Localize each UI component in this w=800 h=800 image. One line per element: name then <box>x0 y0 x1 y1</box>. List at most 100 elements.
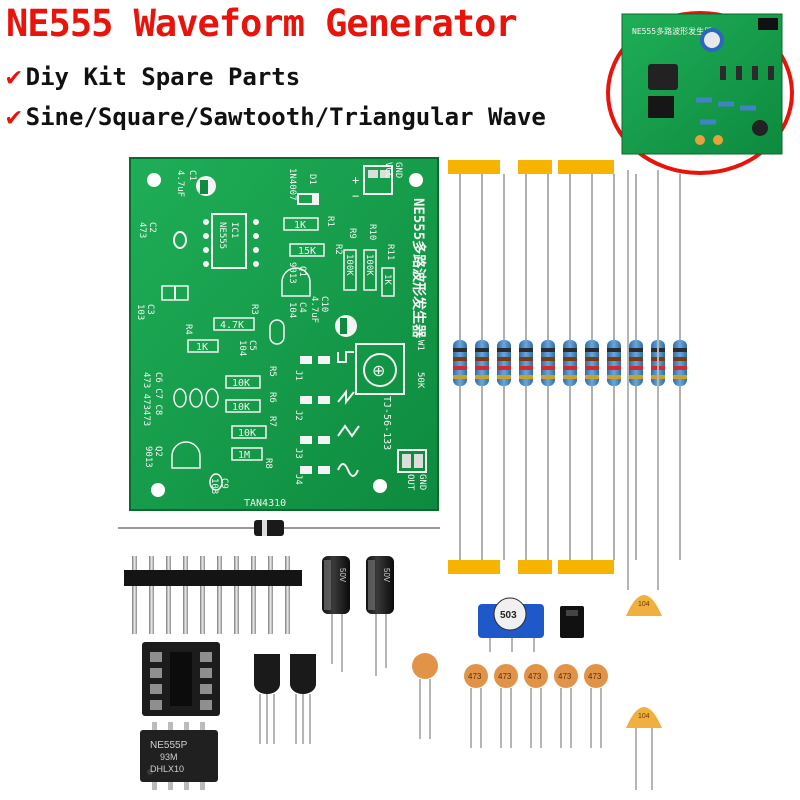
svg-text:R6: R6 <box>267 392 277 403</box>
label-c1-value: 4.7uF <box>175 170 185 197</box>
resistor-footprint-r10: 100K R10 <box>363 224 377 291</box>
label-c9-value: 103 <box>209 478 219 494</box>
header-pin <box>285 556 290 634</box>
label-c2: C2 <box>147 222 157 233</box>
resistor <box>497 174 511 560</box>
label-minus: − <box>352 189 359 203</box>
waveform-symbols <box>337 351 360 477</box>
label-plus: + <box>352 173 359 187</box>
label-c4-value: 104 <box>287 302 297 318</box>
header-pin <box>217 556 222 634</box>
bare-pcb: GND VCC − + NE555多路波形发生器 C1 4.7uF IC1 NE… <box>129 157 439 511</box>
pcb-title-text: NE555多路波形发生器 <box>410 198 427 339</box>
svg-text:10K: 10K <box>232 378 250 389</box>
electrolytic-capacitor-1: 50V <box>322 556 350 672</box>
label-c6-c8-value: 473 473473 <box>141 372 151 426</box>
label-c3-value: 103 <box>135 304 145 320</box>
label-j4: J4 <box>293 474 303 485</box>
ne555-ic: NE555P 93M DHLX10 <box>140 722 218 790</box>
label-c6-c8: C6 C7 C8 <box>153 372 163 415</box>
label-out-gnd: GND <box>417 474 427 490</box>
label-j1: J1 <box>293 370 303 381</box>
label-d1-part: 1N4007 <box>287 168 297 201</box>
label-ic-ref: IC1 <box>229 222 239 238</box>
ic-socket <box>142 642 220 716</box>
resistor <box>607 174 621 560</box>
label-ic-part: NE555 <box>217 222 227 249</box>
resistor-footprint-r11: 1K R11 <box>381 244 395 297</box>
label-pot-value: 50K <box>415 372 425 389</box>
transistor-9013-b <box>290 654 316 744</box>
ceramic-capacitor-473: 473 <box>584 664 608 748</box>
svg-text:4.7K: 4.7K <box>220 320 244 331</box>
transistor-9013-a <box>254 654 280 744</box>
svg-text:15K: 15K <box>298 246 316 257</box>
header-pin <box>234 556 239 634</box>
resistor <box>585 174 599 560</box>
cap-marking: 50V <box>382 568 391 583</box>
resistor <box>563 174 577 560</box>
header-pin <box>268 556 273 634</box>
trimmer-potentiometer: 503 <box>478 597 544 652</box>
ceramic-capacitor-473: 473 <box>554 664 578 748</box>
ceramic-marking: 473 <box>558 672 572 681</box>
resistor <box>673 174 687 560</box>
label-c3: C3 <box>145 304 155 315</box>
label-power-vcc: VCC <box>383 162 393 178</box>
resistor <box>453 174 467 560</box>
ceramic-capacitor-473: 473 <box>464 664 488 748</box>
label-q2: Q2 <box>153 446 163 457</box>
header-pin <box>183 556 188 634</box>
resistor <box>629 174 643 560</box>
trimpot-marking: 503 <box>500 610 517 621</box>
svg-text:100K: 100K <box>344 254 354 276</box>
resistor-footprint-r6: 10K R6 <box>225 392 277 413</box>
label-q1: Q1 <box>297 266 307 277</box>
svg-text:R3: R3 <box>249 304 259 315</box>
header-pin <box>251 556 256 634</box>
product-title: NE555 Waveform Generator <box>6 2 518 45</box>
resistor <box>519 174 533 560</box>
resistor-footprint-r2: 15K R2 <box>289 243 343 257</box>
header-pin <box>149 556 154 634</box>
label-out: OUT <box>405 474 415 491</box>
ceramic-capacitor-104-top <box>627 170 659 590</box>
label-c5: C5 <box>247 340 257 351</box>
label-q2-part: 9013 <box>143 446 153 468</box>
label-j3: J3 <box>293 448 303 459</box>
label-q1-part: 9013 <box>287 262 297 284</box>
svg-text:R11: R11 <box>385 244 395 260</box>
ceramic-marking: 473 <box>468 672 482 681</box>
resistor-footprint-r4: 1K R4 <box>183 324 219 353</box>
svg-text:R5: R5 <box>267 366 277 377</box>
header-pin <box>166 556 171 634</box>
label-c10: C10 <box>319 296 329 312</box>
jumper-cap <box>560 606 584 638</box>
checkmark-icon: ✔ <box>6 62 22 92</box>
diode-1n4007 <box>118 520 440 536</box>
ceramic-capacitor-large <box>412 653 438 739</box>
resistor <box>541 174 555 560</box>
electrolytic-capacitor-2: 50V <box>366 556 394 676</box>
pcb-serial: TAN4310 <box>244 498 286 509</box>
pin-header <box>124 556 302 634</box>
svg-text:R1: R1 <box>325 216 335 227</box>
svg-text:1K: 1K <box>382 274 392 285</box>
ceramic-marking: 104 <box>638 713 650 720</box>
label-pot-ref: W1 <box>415 340 425 351</box>
assembled-board-inset: NE555多路波形发生器 <box>606 11 794 175</box>
resistor-footprint-r8: 1M R8 <box>231 447 273 469</box>
ceramic-capacitor-104: 104 <box>626 707 662 728</box>
svg-text:R4: R4 <box>183 324 193 335</box>
resistor-footprint-r7: 10K R7 <box>231 416 277 439</box>
feature-line-1: ✔Diy Kit Spare Parts <box>6 62 300 92</box>
label-c9: C9 <box>219 478 229 489</box>
svg-text:R2: R2 <box>333 244 343 255</box>
ceramic-marking: 104 <box>638 601 650 608</box>
ceramic-capacitor-104: 104 <box>626 595 662 616</box>
svg-text:R7: R7 <box>267 416 277 427</box>
resistor <box>475 174 489 560</box>
ic-marking-1: NE555P <box>150 740 188 751</box>
svg-text:1M: 1M <box>238 450 250 461</box>
